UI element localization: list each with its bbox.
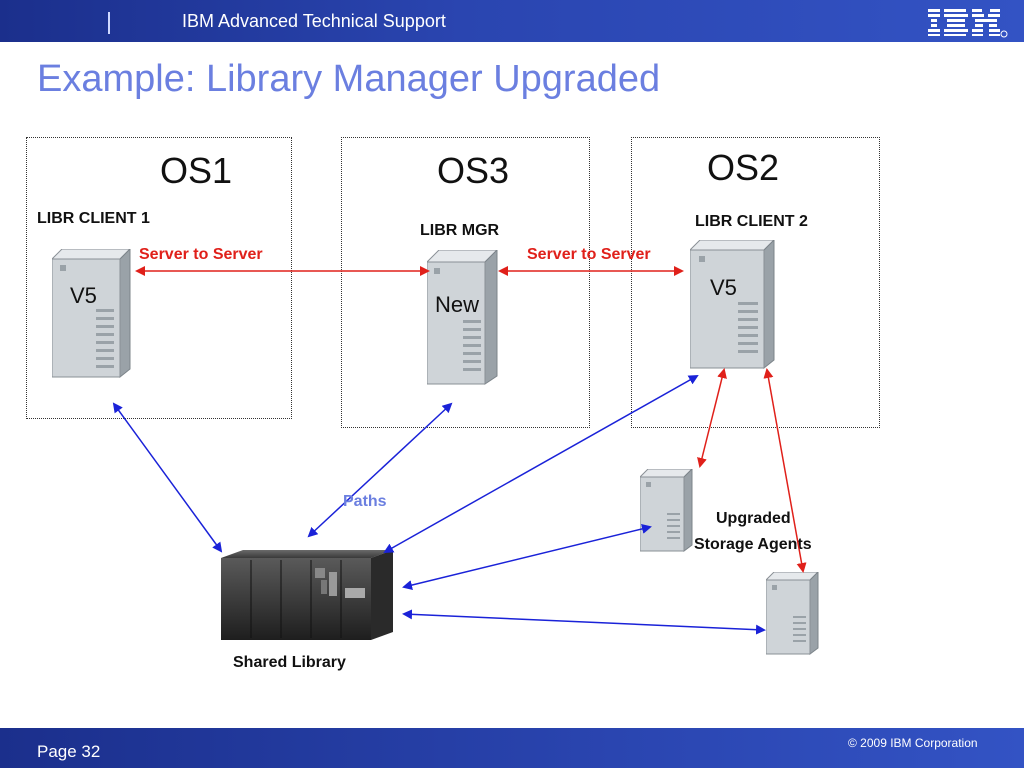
- libr-client-1-caption: LIBR CLIENT 1: [37, 210, 150, 227]
- shared-library-icon: [221, 550, 393, 640]
- client2-to-agent1-arrow: [697, 368, 727, 468]
- os2-box: [631, 137, 880, 428]
- os1-label: OS1: [160, 150, 233, 191]
- client1-to-library-path: [112, 402, 223, 553]
- copyright-text: © 2009 IBM Corporation: [848, 736, 978, 750]
- server-to-server-label-left: Server to Server: [139, 246, 263, 263]
- server-icon-client1: [52, 249, 131, 379]
- libr-client-2-caption: LIBR CLIENT 2: [695, 213, 808, 230]
- server-version-client1: V5: [70, 283, 97, 308]
- server-version-client2: V5: [710, 275, 737, 300]
- server-to-server-label-right: Server to Server: [527, 246, 651, 263]
- slide-title: Example: Library Manager Upgraded: [37, 58, 661, 100]
- footer-bar: Page 32 © 2009 IBM Corporation: [0, 728, 1024, 768]
- server-icon-client2: [690, 240, 775, 370]
- mgr-to-library-path: [307, 402, 453, 538]
- paths-label: Paths: [343, 493, 387, 510]
- client2-to-library-path: [383, 375, 699, 553]
- os2-label: OS2: [707, 147, 780, 188]
- agent1-to-library-path: [402, 524, 652, 590]
- ibm-logo: [928, 9, 1008, 38]
- header-title: IBM Advanced Technical Support: [182, 11, 446, 31]
- header-bar: IBM Advanced Technical Support: [0, 0, 1024, 42]
- agent2-to-library-path: [402, 609, 766, 635]
- shared-library-caption: Shared Library: [233, 654, 346, 671]
- header-separator: [108, 12, 110, 34]
- page-number: Page 32: [37, 742, 101, 761]
- server-icon-mgr: [427, 250, 498, 385]
- libr-mgr-caption: LIBR MGR: [420, 222, 500, 239]
- storage-agent-server-2: [766, 572, 819, 655]
- client2-to-agent2-arrow: [763, 368, 807, 573]
- server-version-mgr: New: [435, 292, 480, 317]
- os3-label: OS3: [437, 150, 510, 191]
